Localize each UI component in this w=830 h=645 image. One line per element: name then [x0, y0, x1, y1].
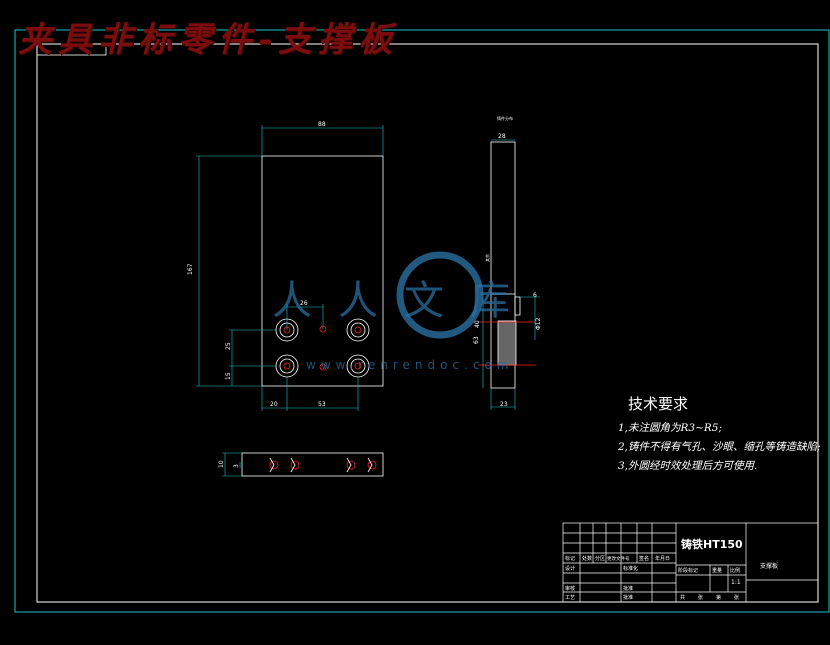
dim-vertical-2: 15: [225, 372, 232, 380]
material-label: 铸铁HT150: [681, 537, 743, 551]
title-block: [562, 522, 819, 603]
side-view: [478, 141, 536, 389]
tech-requirement-2: 2,铸件不得有气孔、沙眼、缩孔等铸造缺陷;: [618, 441, 821, 453]
dim-width: 88: [318, 121, 326, 128]
footer-4: 张: [734, 594, 739, 601]
header-label-6: 年月日: [655, 555, 670, 562]
side-dim-bottom: 23: [500, 401, 508, 408]
row-label-design: 设计: [565, 565, 575, 572]
row-label-process: 工艺: [565, 595, 575, 601]
outer-border: [14, 29, 830, 613]
bottom-dim-small: 3: [233, 464, 240, 468]
mid-label-3: 批准: [623, 594, 633, 601]
footer-2: 张: [698, 594, 703, 601]
dim-hole-spacing: 26: [300, 300, 308, 307]
watermark-brand: 人人文库: [272, 278, 536, 324]
hole-bottom-left: [275, 354, 299, 378]
pin-hole-lower: [319, 363, 327, 371]
stage-label-3: 比例: [730, 567, 740, 574]
header-label-4: 更改文件号: [607, 555, 630, 562]
header-label-5: 签名: [639, 555, 649, 562]
side-note-top: 铸件分布: [497, 115, 513, 121]
footer-3: 第: [716, 594, 721, 601]
hole-bottom-right: [346, 354, 370, 378]
front-view-dimensions: [196, 125, 384, 411]
part-name-label: 支撑板: [760, 562, 778, 570]
watermark-logo: [396, 251, 484, 339]
side-note-mid: 其余: [484, 254, 490, 262]
bottom-view-dimensions: [222, 452, 242, 477]
header-label-1: 标记: [565, 555, 575, 562]
corner-box: [36, 43, 107, 56]
side-dim-left: 63: [473, 336, 480, 344]
mid-label-2: 批准: [623, 585, 633, 592]
side-dim-right-1: 6: [533, 292, 537, 299]
bottom-plate: [241, 452, 384, 477]
watermark-url: www.renrendoc.com: [306, 358, 514, 372]
dim-bottom-left: 20: [270, 401, 278, 408]
row-label-review: 审核: [565, 585, 575, 592]
side-body: [490, 141, 516, 389]
tech-requirement-1: 1,未注圆角为R3~R5;: [618, 422, 723, 434]
tech-requirements-title: 技术要求: [628, 395, 689, 413]
dim-height: 167: [187, 263, 194, 275]
side-view-dimensions: [482, 139, 540, 410]
stage-label-1: 阶段标记: [678, 567, 698, 574]
mid-label-1: 标准化: [623, 565, 638, 572]
side-step: [514, 296, 521, 316]
hole-top-right: [346, 318, 370, 342]
inner-border: [36, 43, 819, 603]
footer-1: 共: [680, 594, 685, 601]
header-label-3: 分区: [595, 555, 605, 562]
bottom-dim-left: 10: [218, 460, 225, 468]
dim-vertical-1: 25: [225, 342, 232, 350]
plate-outline: [261, 155, 384, 387]
header-label-2: 处数: [582, 555, 592, 562]
tech-requirement-3: 3,外圆经时效处理后方可使用.: [618, 460, 758, 472]
scale-label: 1:1: [731, 579, 741, 586]
side-dim-right-2: Φ12: [535, 317, 542, 330]
side-dim-left-2: 40: [474, 320, 481, 328]
stage-label-2: 重量: [712, 567, 722, 574]
banner-title: 夹具非标零件-支撑板: [18, 20, 399, 60]
bottom-view: [241, 452, 384, 477]
side-dim-top: 28: [498, 133, 506, 140]
dim-bottom-right: 53: [318, 401, 326, 408]
